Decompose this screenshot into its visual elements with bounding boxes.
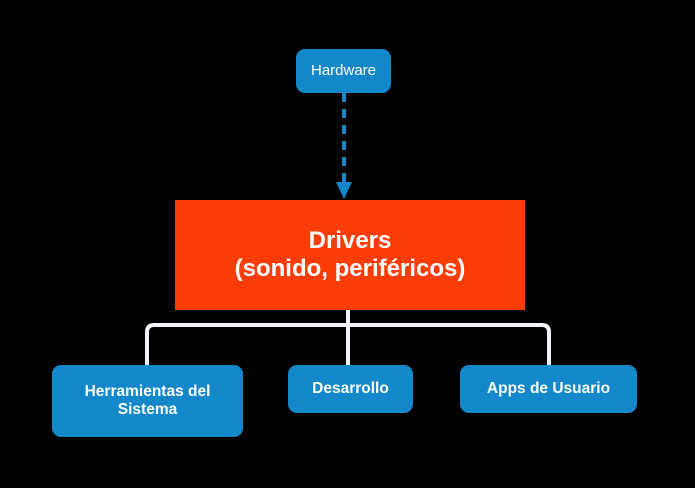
node-drivers[interactable]: Drivers (sonido, periféricos) (175, 200, 525, 310)
node-user-apps-label: Apps de Usuario (486, 379, 611, 397)
node-user-apps[interactable]: Apps de Usuario (460, 365, 637, 413)
connector-hardware-to-drivers (336, 93, 352, 199)
arrowhead-icon (336, 182, 352, 199)
node-development[interactable]: Desarrollo (288, 365, 413, 413)
node-hardware-label: Hardware (310, 62, 377, 80)
node-drivers-label-line2: (sonido, periféricos) (234, 255, 466, 282)
connector-bracket (145, 323, 551, 365)
node-development-label: Desarrollo (312, 379, 389, 397)
node-hardware[interactable]: Hardware (296, 49, 391, 93)
node-system-tools[interactable]: Herramientas del Sistema (52, 365, 243, 437)
node-drivers-label-line1: Drivers (308, 226, 392, 254)
node-system-tools-label-line1: Herramientas del (84, 382, 211, 400)
node-system-tools-label: Herramientas del Sistema (85, 383, 211, 420)
node-system-tools-label-line2: Sistema (117, 401, 178, 418)
connector-drivers-to-children (145, 310, 551, 365)
